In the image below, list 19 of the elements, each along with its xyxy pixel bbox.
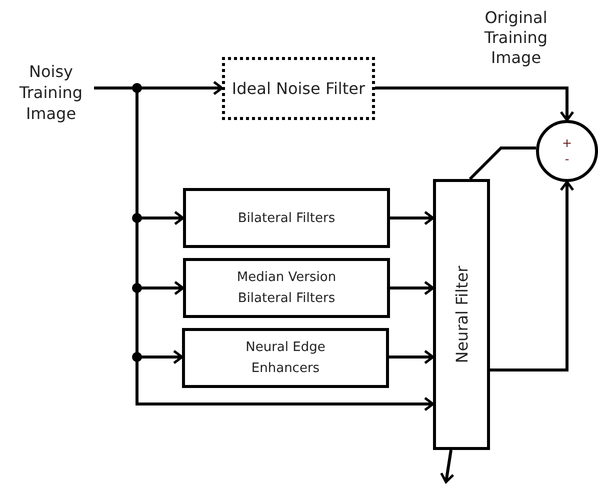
filter-box bbox=[182, 328, 389, 388]
arrow bbox=[389, 350, 434, 364]
input-label: Noisy Training Image bbox=[18, 60, 84, 124]
filter-box bbox=[183, 258, 390, 318]
filter-label: Median Version Bilateral Filters bbox=[236, 269, 338, 308]
filter-label: Neural Filter bbox=[451, 266, 472, 364]
arrow bbox=[440, 450, 454, 484]
arrow bbox=[390, 210, 434, 226]
filter-box bbox=[183, 188, 390, 248]
filter-label: Bilateral Filters bbox=[238, 210, 336, 228]
sign-label: + bbox=[562, 135, 572, 151]
ideal-filter-box bbox=[222, 57, 375, 120]
neural-filter-box bbox=[433, 179, 490, 450]
arrow bbox=[390, 280, 434, 296]
filter-label: Neural Edge Enhancers bbox=[244, 339, 326, 378]
arrow bbox=[490, 180, 574, 372]
filter-label: Ideal Noise Filter bbox=[232, 78, 366, 99]
arrow bbox=[375, 86, 574, 122]
sign-label: - bbox=[564, 151, 570, 167]
